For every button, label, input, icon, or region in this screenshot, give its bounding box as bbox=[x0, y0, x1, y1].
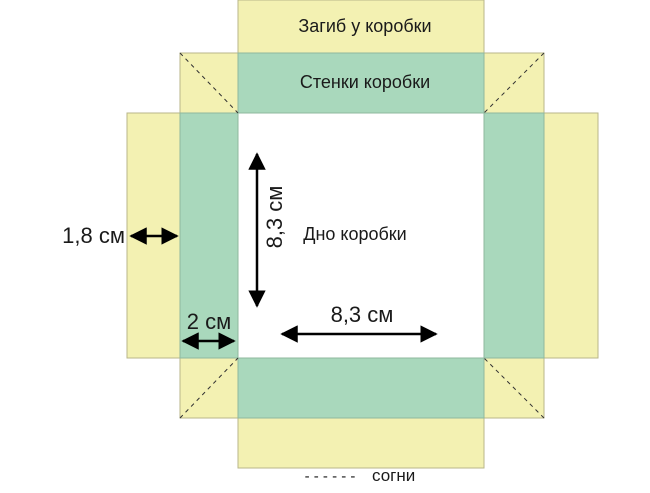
fold-line-bottom-right bbox=[483, 357, 545, 419]
bottom-wall bbox=[237, 357, 485, 419]
top-wall bbox=[237, 52, 485, 114]
box-bottom bbox=[237, 112, 485, 359]
legend-fold-label: согни bbox=[372, 466, 415, 485]
legend: - - - - - - согни bbox=[305, 466, 416, 485]
top-wall-label: Стенки коробки bbox=[300, 72, 430, 92]
right-wall bbox=[483, 112, 545, 359]
wall-width-label: 2 см bbox=[187, 309, 231, 334]
bottom-height-label: 8,3 см bbox=[262, 186, 287, 249]
fold-line-top-right bbox=[483, 52, 545, 114]
top-flap-label: Загиб у коробки bbox=[298, 16, 431, 36]
bottom-width-label: 8,3 см bbox=[331, 302, 394, 327]
fold-lines bbox=[179, 52, 545, 419]
flap-width-label: 1,8 см bbox=[62, 223, 125, 248]
fold-line-bottom-left bbox=[179, 357, 239, 419]
fold-line-top-left bbox=[179, 52, 239, 114]
corner-flap-top-right bbox=[483, 52, 545, 114]
legend-fold-line-sample: - - - - - - bbox=[305, 468, 356, 485]
box-bottom-label: Дно коробки bbox=[303, 224, 407, 244]
bottom-flap bbox=[237, 417, 485, 469]
right-flap bbox=[543, 112, 599, 359]
top-flap bbox=[237, 0, 485, 54]
